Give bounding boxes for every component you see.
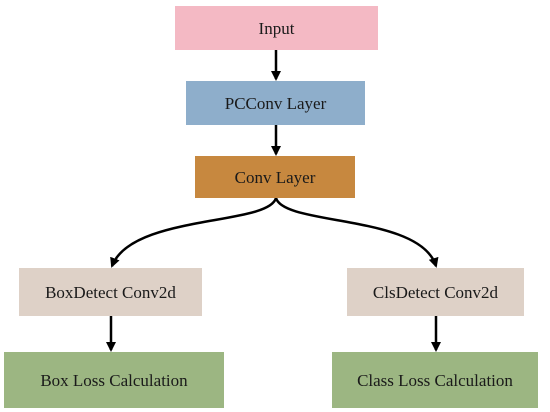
box-loss-calculation-node: Box Loss Calculation — [4, 352, 224, 408]
arrow-conv-to-boxdetect — [110, 197, 278, 268]
conv-layer-node: Conv Layer — [195, 156, 355, 198]
boxdetect-conv2d-label: BoxDetect Conv2d — [45, 282, 176, 302]
arrow-conv-to-clsdetect — [274, 197, 439, 268]
pcconv-layer-label: PCConv Layer — [224, 93, 327, 113]
clsdetect-conv2d-node: ClsDetect Conv2d — [347, 268, 524, 316]
class-loss-calculation-label: Class Loss Calculation — [357, 370, 513, 390]
box-loss-calculation-label: Box Loss Calculation — [40, 370, 188, 390]
input-node: Input — [175, 6, 378, 50]
class-loss-calculation-node: Class Loss Calculation — [332, 352, 538, 408]
pcconv-layer-node: PCConv Layer — [186, 81, 365, 125]
input-node-label: Input — [258, 18, 295, 38]
clsdetect-conv2d-label: ClsDetect Conv2d — [372, 282, 499, 302]
boxdetect-conv2d-node: BoxDetect Conv2d — [19, 268, 202, 316]
conv-layer-label: Conv Layer — [234, 167, 316, 187]
